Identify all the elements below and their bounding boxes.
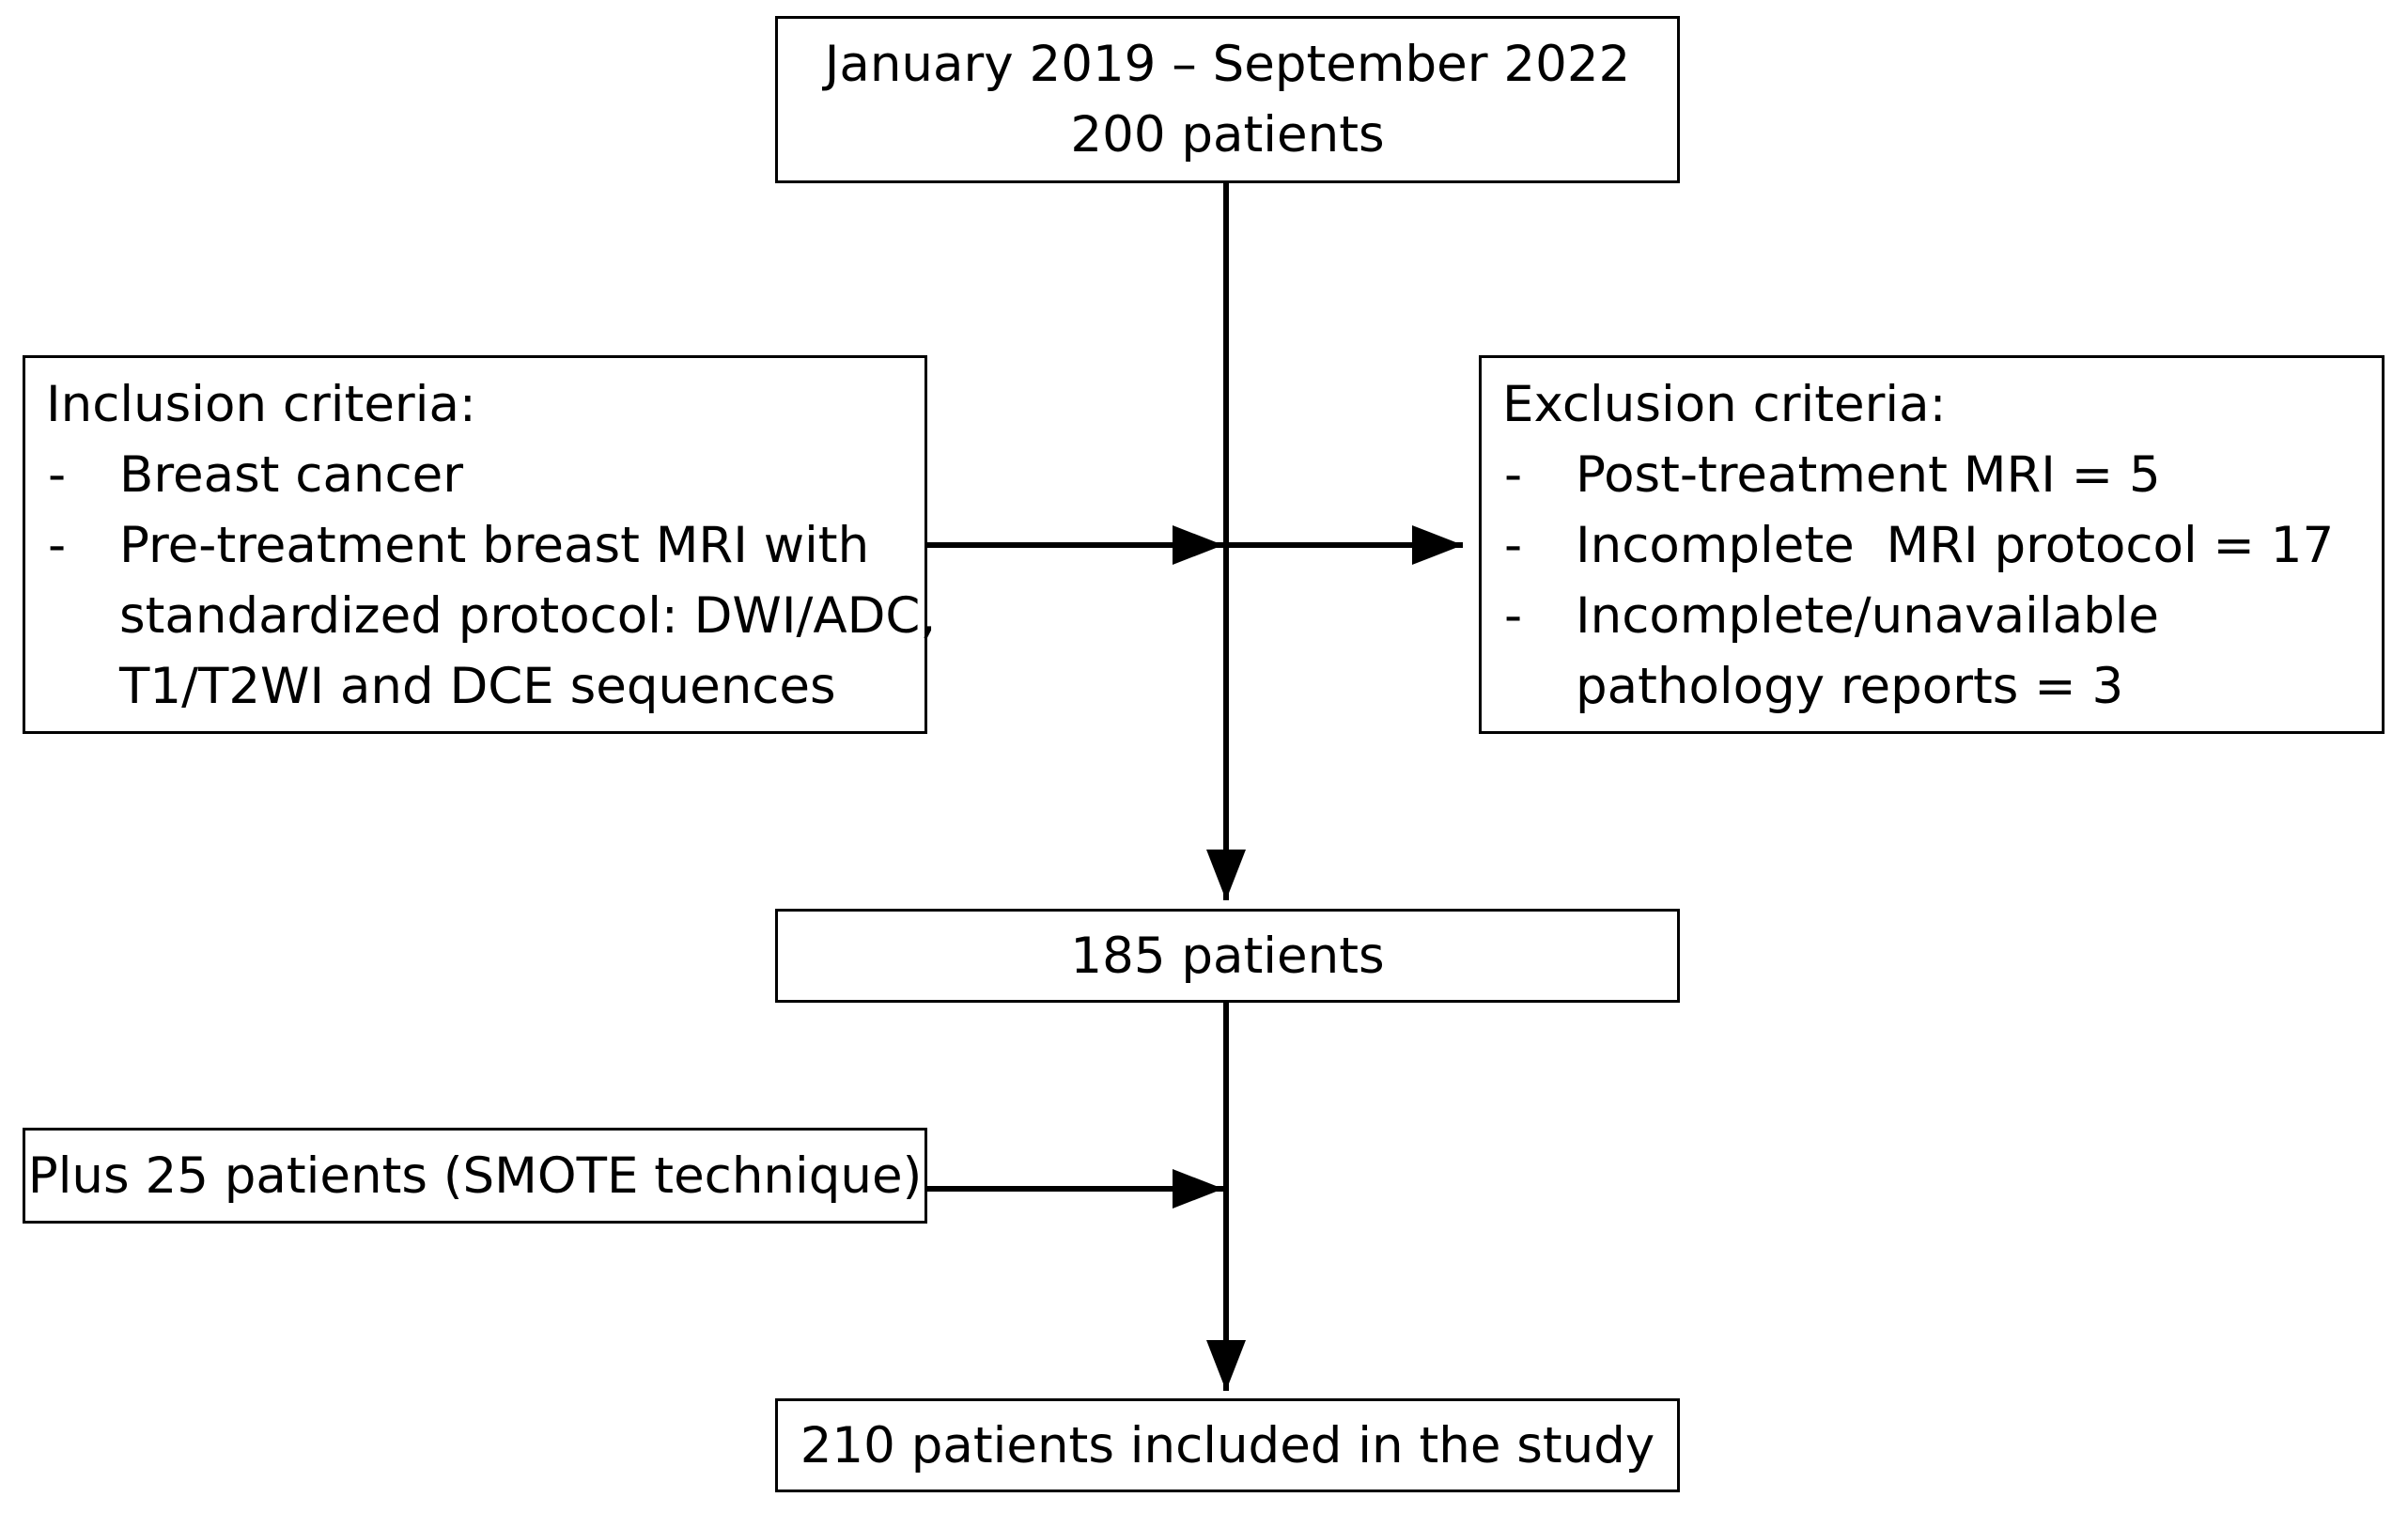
inclusion-criteria-box: Inclusion criteria: - Breast cancer - Pr…	[23, 355, 937, 734]
list-dash: -	[48, 517, 67, 574]
middle-count-text: 185 patients	[1070, 927, 1385, 985]
start-box-patient-count: 200 patients	[1070, 106, 1385, 164]
criterion-text: standardized protocol: DWI/ADC,	[119, 587, 937, 645]
list-dash: -	[1504, 517, 1523, 574]
smote-text: Plus 25 patients (SMOTE technique)	[27, 1146, 923, 1205]
exclusion-criteria-box: Exclusion criteria: - Post-treatment MRI…	[1479, 355, 2385, 734]
list-dash: -	[1504, 587, 1523, 645]
middle-count-box: 185 patients	[775, 909, 1680, 1003]
list-dash: -	[48, 446, 67, 504]
start-box: January 2019 – September 2022 200 patien…	[775, 16, 1680, 183]
exclusion-criterion-pathology-reports: - Incomplete/unavailable pathology repor…	[1502, 581, 2382, 722]
exclusion-criteria-title: Exclusion criteria:	[1502, 376, 1947, 433]
criterion-text: Post-treatment MRI = 5	[1576, 446, 2161, 504]
inclusion-criterion-breast-cancer: - Breast cancer	[46, 440, 924, 510]
inclusion-criteria-list: - Breast cancer - Pre-treatment breast M…	[46, 440, 937, 722]
start-box-date-range: January 2019 – September 2022	[824, 36, 1631, 93]
smote-box: Plus 25 patients (SMOTE technique)	[23, 1128, 927, 1224]
inclusion-criterion-mri-protocol: - Pre-treatment breast MRI with standard…	[46, 510, 937, 722]
final-count-text: 210 patients included in the study	[800, 1416, 1655, 1474]
exclusion-criterion-incomplete-mri-protocol: - Incomplete MRI protocol = 17	[1502, 510, 2382, 581]
criterion-text: pathology reports = 3	[1576, 658, 2124, 715]
criterion-text: Pre-treatment breast MRI with	[119, 517, 870, 574]
list-dash: -	[1504, 446, 1523, 504]
criterion-text: T1/T2WI and DCE sequences	[119, 658, 836, 715]
criterion-text: Incomplete MRI protocol = 17	[1576, 517, 2335, 574]
inclusion-criteria-title: Inclusion criteria:	[46, 376, 476, 433]
criterion-text: Breast cancer	[119, 446, 464, 504]
exclusion-criteria-list: - Post-treatment MRI = 5 - Incomplete MR…	[1502, 440, 2382, 722]
final-count-box: 210 patients included in the study	[775, 1398, 1680, 1492]
exclusion-criterion-post-treatment-mri: - Post-treatment MRI = 5	[1502, 440, 2382, 510]
criterion-text: Incomplete/unavailable	[1576, 587, 2160, 645]
